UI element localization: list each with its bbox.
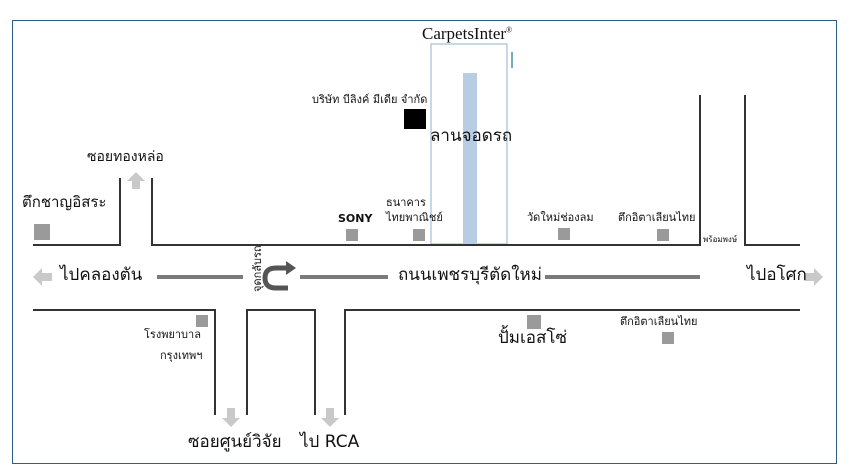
brand-mark: ® bbox=[506, 25, 513, 35]
label-u-turn: จุดกลับรถ bbox=[251, 245, 264, 292]
arrow-down-icon bbox=[321, 408, 339, 427]
marker-sony bbox=[346, 229, 358, 241]
road-south-mid bbox=[246, 309, 316, 415]
road-south-right bbox=[344, 309, 800, 415]
label-main-road: ถนนเพชรบุรีตัดใหม่ bbox=[398, 265, 542, 285]
marker-wat bbox=[558, 228, 570, 240]
label-hospital-line1: โรงพยาบาล bbox=[144, 328, 201, 341]
marker-italthai-south bbox=[662, 332, 674, 344]
label-hospital-line2: กรุงเทพฯ bbox=[160, 349, 203, 362]
arrow-up-icon bbox=[127, 172, 145, 189]
parking-strip bbox=[463, 73, 477, 244]
label-bank-line2: ไทยพาณิชย์ bbox=[386, 211, 443, 224]
brand-name: CarpetsInter bbox=[422, 24, 507, 43]
label-to-rca: ไป RCA bbox=[300, 432, 360, 452]
label-to-asok: ไปอโศก bbox=[747, 265, 807, 285]
label-chanyu-issara: ตึกชาญอิสระ bbox=[22, 193, 107, 211]
label-company: บริษัท บีลิงค์ มีเดีย จำกัด bbox=[312, 93, 428, 106]
arrow-down-icon bbox=[222, 408, 240, 427]
label-parking: ลานจอดรถ bbox=[430, 126, 513, 146]
road-north-left bbox=[33, 178, 121, 246]
label-soi-research: ซอยศูนย์วิจัย bbox=[188, 432, 282, 452]
label-sony: SONY bbox=[338, 212, 373, 225]
label-italthai-north: ตึกอิตาเลียนไทย bbox=[618, 211, 696, 224]
label-to-khlongtan: ไปคลองตัน bbox=[60, 265, 143, 285]
marker-chanyu-issara bbox=[34, 224, 50, 240]
label-pump: ปั้มเอสโซ่ bbox=[498, 328, 568, 348]
road-south-left bbox=[33, 309, 216, 415]
label-phrompong: พร้อมพงษ์ bbox=[703, 235, 738, 244]
road-north-main bbox=[151, 95, 701, 246]
marker-italthai-north bbox=[657, 229, 669, 241]
marker-pump bbox=[527, 315, 541, 329]
marker-hospital bbox=[196, 315, 208, 327]
road-north-right bbox=[744, 95, 800, 246]
label-soi-thonglor: ซอยทองหล่อ bbox=[87, 149, 164, 165]
arrow-left-icon bbox=[33, 268, 52, 286]
company-block bbox=[404, 109, 426, 129]
map-frame bbox=[12, 20, 837, 464]
arrow-right-icon bbox=[804, 268, 823, 286]
label-bank-line1: ธนาคาร bbox=[386, 196, 426, 209]
label-italthai-south: ตึกอิตาเลียนไทย bbox=[620, 315, 698, 328]
brand-logo: CarpetsInter® bbox=[422, 25, 512, 42]
label-wat-mai-chonglom: วัดใหม่ช่องลม bbox=[527, 211, 594, 224]
marker-bank bbox=[413, 229, 425, 241]
u-turn-icon bbox=[262, 261, 296, 291]
